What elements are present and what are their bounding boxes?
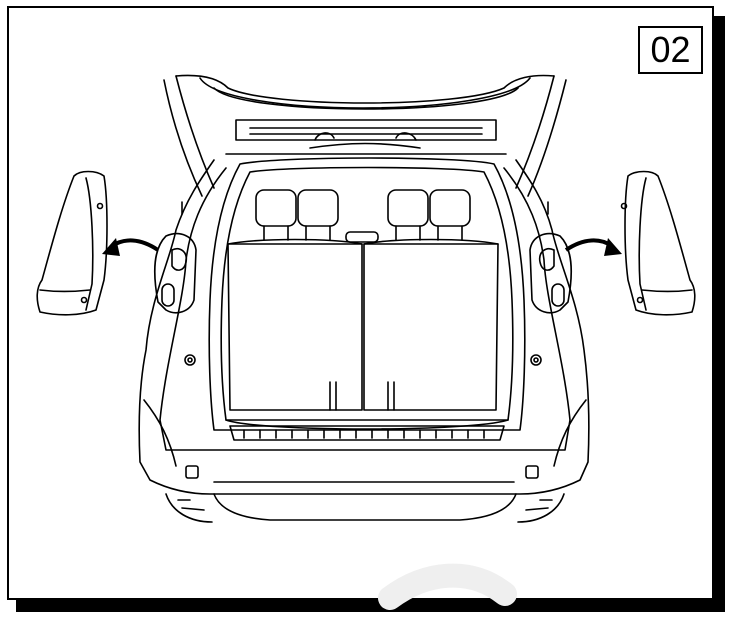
tailgate-open — [163, 74, 567, 197]
seat-headrests — [255, 189, 471, 243]
left-trim-panel — [36, 170, 108, 316]
seat-backs — [227, 238, 499, 411]
side-trim-cavities — [153, 232, 573, 314]
car-body — [138, 159, 590, 523]
instruction-frame — [7, 6, 714, 600]
trunk-sill — [225, 419, 509, 441]
trunk-opening — [208, 157, 526, 431]
step-number-badge: 02 — [638, 26, 703, 74]
right-trim-panel — [620, 170, 696, 316]
